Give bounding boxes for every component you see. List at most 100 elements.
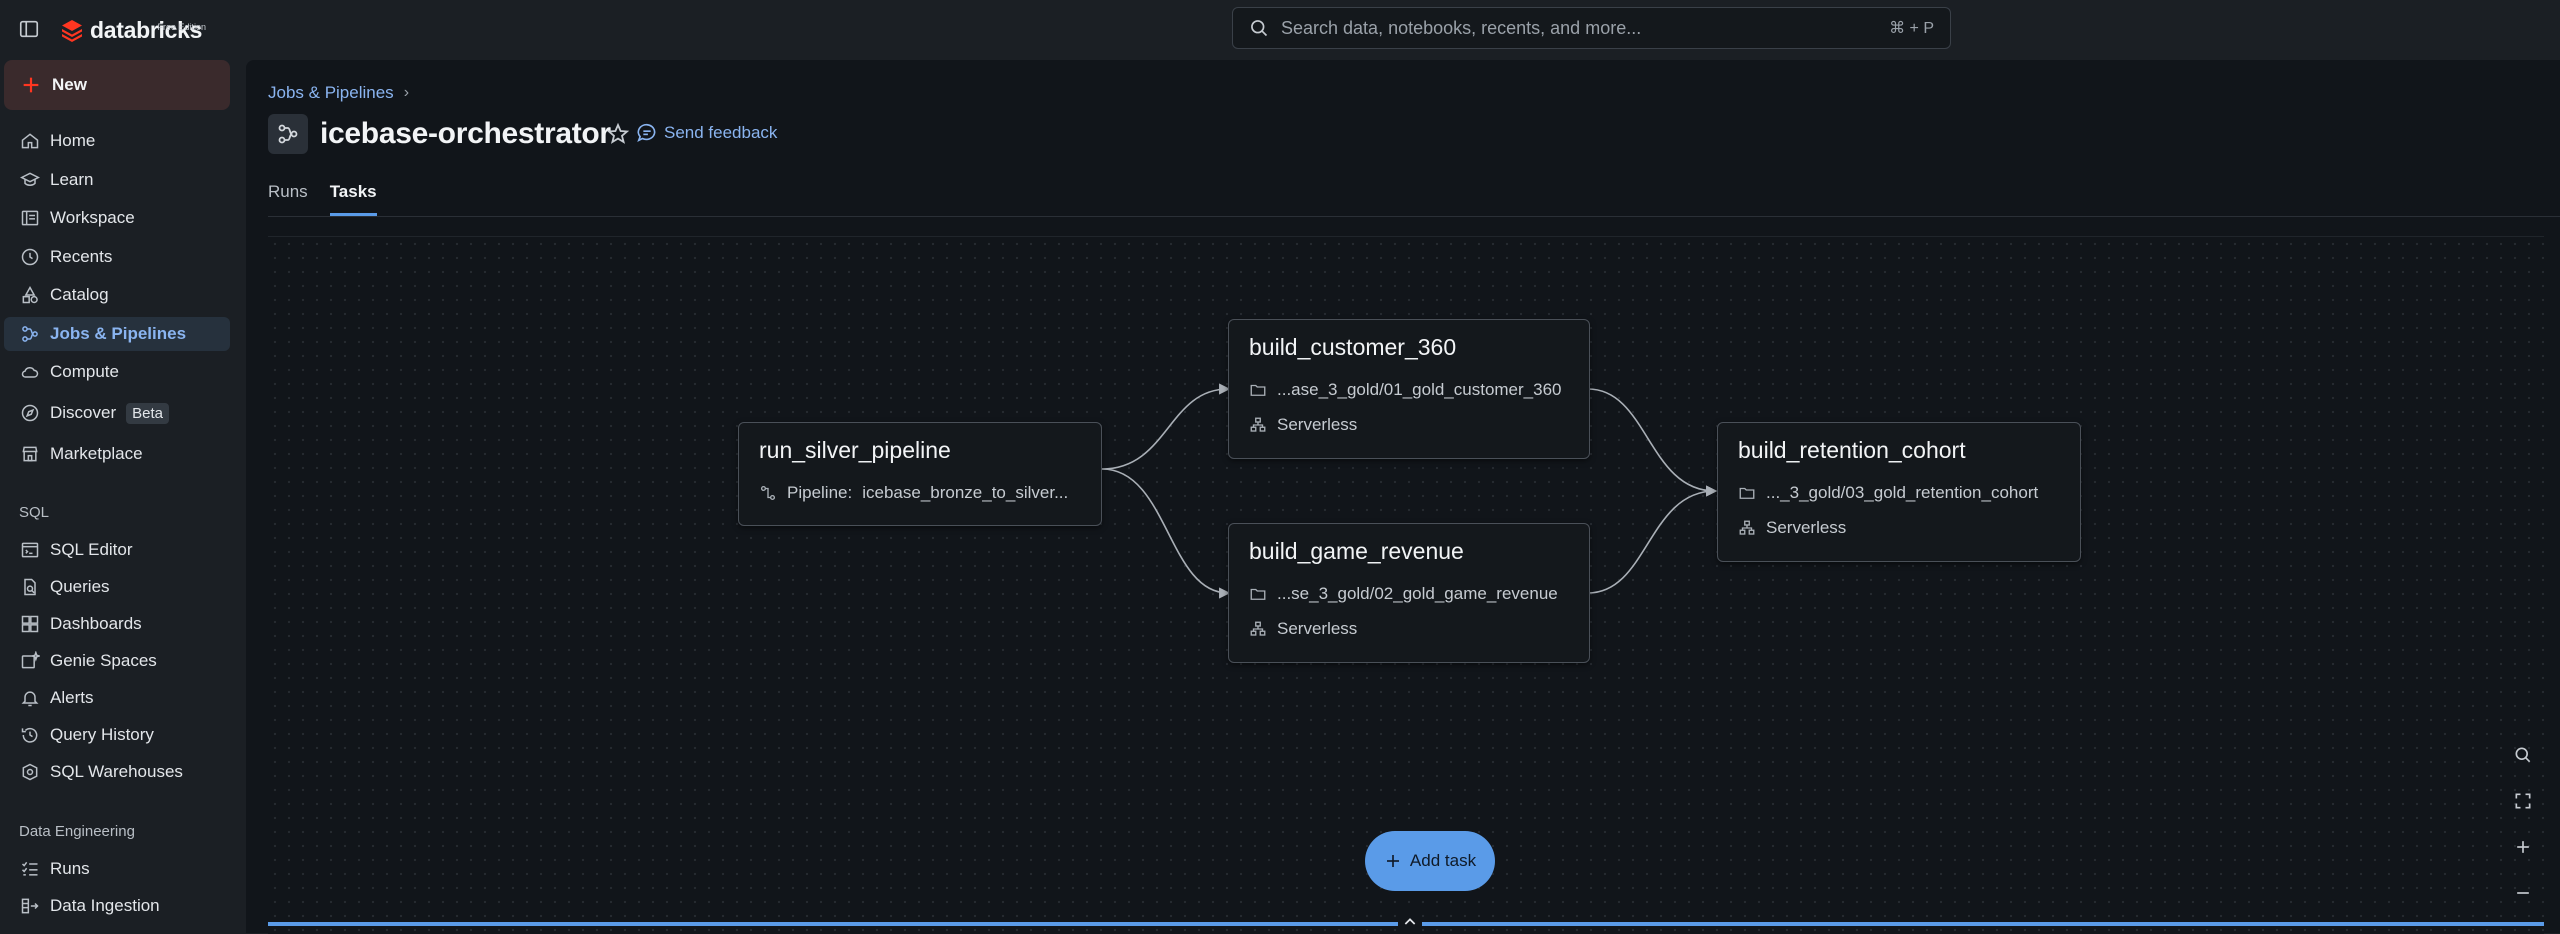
graduation-cap-icon <box>20 172 40 186</box>
sidebar-item-label: Marketplace <box>50 444 143 463</box>
clock-icon <box>21 248 39 266</box>
sidebar-item-discover[interactable]: Discover Beta <box>4 396 230 430</box>
sidebar-item-label: Queries <box>50 577 110 596</box>
task-detail-prefix: Pipeline: <box>787 483 853 502</box>
tabs-divider <box>268 216 2560 217</box>
sidebar-item-workspace[interactable]: Workspace <box>4 201 230 235</box>
sidebar-item-label: Query History <box>50 725 154 744</box>
task-detail-row: Serverless <box>1249 619 1357 639</box>
warehouse-icon <box>22 763 38 781</box>
sidebar-item-label: Jobs & Pipelines <box>50 324 187 343</box>
search-icon <box>2515 747 2531 763</box>
fit-screen-icon <box>2515 793 2531 809</box>
folder-icon <box>1250 588 1266 600</box>
task-name: run_silver_pipeline <box>759 437 951 463</box>
sidebar-item-sql-editor[interactable]: SQL Editor <box>4 533 230 567</box>
dashboard-icon <box>21 615 39 633</box>
task-detail-row: Pipeline: icebase_bronze_to_silver... <box>759 483 1068 503</box>
zoom-out-button[interactable] <box>2508 878 2538 908</box>
task-detail-text: Serverless <box>1277 619 1358 638</box>
sidebar-toggle-icon[interactable] <box>18 18 40 40</box>
sidebar-item-label: SQL Editor <box>50 540 133 559</box>
sidebar-item-genie-spaces[interactable]: Genie Spaces <box>4 644 230 678</box>
sidebar-item-sql-warehouses[interactable]: SQL Warehouses <box>4 755 230 789</box>
sidebar-item-compute[interactable]: Compute <box>4 355 230 389</box>
dag-edges <box>1101 383 1718 599</box>
task-detail-row: Serverless <box>1249 415 1357 435</box>
task-node-build-customer-360[interactable]: build_customer_360 ...ase_3_gold/01_gold… <box>1228 319 1590 459</box>
folder-icon <box>1739 487 1755 499</box>
sidebar-item-catalog[interactable]: Catalog <box>4 278 230 312</box>
search-shortcut: ⌘ + P <box>1889 20 1934 37</box>
chevron-right-icon: › <box>403 84 410 101</box>
home-icon <box>21 133 39 149</box>
task-detail-text: ...ase_3_gold/01_gold_customer_360 <box>1277 380 1562 399</box>
compute-icon <box>1250 417 1266 432</box>
beta-badge: Beta <box>126 402 169 424</box>
global-search[interactable]: Search data, notebooks, recents, and mor… <box>1232 7 1951 49</box>
compass-icon <box>21 404 39 422</box>
sidebar-item-label: Dashboards <box>50 614 142 633</box>
search-icon <box>1251 20 1268 37</box>
task-node-build-game-revenue[interactable]: build_game_revenue ...se_3_gold/02_gold_… <box>1228 523 1590 663</box>
new-button-label: New <box>52 75 87 94</box>
page-title: icebase-orchestrator <box>320 117 611 150</box>
sidebar-item-recents[interactable]: Recents <box>4 240 230 274</box>
store-icon <box>22 446 38 462</box>
sidebar-item-label: Alerts <box>50 688 94 707</box>
sidebar-item-query-history[interactable]: Query History <box>4 718 230 752</box>
sidebar-item-label: Runs <box>50 859 90 878</box>
new-button[interactable]: New <box>4 60 230 110</box>
add-task-button[interactable]: Add task <box>1365 831 1495 891</box>
compute-icon <box>1739 520 1755 535</box>
star-icon[interactable] <box>606 122 630 146</box>
tab-runs[interactable]: Runs <box>268 182 308 201</box>
breadcrumb-jobs-pipelines-link[interactable]: Jobs & Pipelines <box>268 83 394 102</box>
sidebar-item-home[interactable]: Home <box>4 124 230 158</box>
sql-editor-icon <box>21 542 39 558</box>
edge-silver-to-revenue <box>1101 468 1231 599</box>
sidebar-item-runs[interactable]: Runs <box>4 852 230 886</box>
edge-revenue-to-retention <box>1587 485 1718 594</box>
sidebar-item-dashboards[interactable]: Dashboards <box>4 607 230 641</box>
sidebar-item-label: Compute <box>50 362 119 381</box>
dag-canvas[interactable]: run_silver_pipeline Pipeline: icebase_br… <box>268 236 2544 934</box>
send-feedback-link[interactable]: Send feedback <box>636 122 777 144</box>
job-type-icon <box>268 114 308 154</box>
tab-tasks[interactable]: Tasks <box>329 178 377 216</box>
zoom-out-icon <box>2517 892 2529 894</box>
sidebar-item-label: Recents <box>50 247 113 266</box>
pipeline-icon <box>760 485 776 501</box>
task-detail-text: Serverless <box>1277 415 1358 434</box>
databricks-logo[interactable]: databricks <box>60 18 202 50</box>
workspace-icon <box>21 210 39 226</box>
sidebar-item-queries[interactable]: Queries <box>4 570 230 604</box>
sidebar-item-data-ingestion[interactable]: Data Ingestion <box>4 889 230 923</box>
sql-section-label: SQL <box>19 504 50 521</box>
task-node-run-silver-pipeline[interactable]: run_silver_pipeline Pipeline: icebase_br… <box>738 422 1102 526</box>
sidebar-item-label: Data Ingestion <box>50 896 160 915</box>
zoom-in-button[interactable] <box>2508 832 2538 862</box>
task-detail-text: Serverless <box>1766 518 1847 537</box>
genie-icon <box>21 651 40 669</box>
task-node-build-retention-cohort[interactable]: build_retention_cohort ..._3_gold/03_gol… <box>1717 422 2081 562</box>
chevron-up-icon[interactable] <box>1398 912 1422 932</box>
sidebar: New Home Learn Workspace Recents Catalog… <box>0 60 246 933</box>
catalog-icon <box>22 285 38 304</box>
plus-icon <box>1386 855 1399 867</box>
ingestion-icon <box>21 898 39 914</box>
folder-icon <box>1250 384 1266 396</box>
search-input[interactable]: Search data, notebooks, recents, and mor… <box>1281 17 1642 38</box>
fit-view-button[interactable] <box>2508 786 2538 816</box>
runs-icon <box>21 861 38 876</box>
sidebar-item-learn[interactable]: Learn <box>4 163 230 197</box>
canvas-search-button[interactable] <box>2508 740 2538 770</box>
sidebar-item-jobs-pipelines[interactable]: Jobs & Pipelines <box>4 317 230 351</box>
compute-icon <box>1250 621 1266 636</box>
sidebar-item-alerts[interactable]: Alerts <box>4 681 230 715</box>
task-name: build_customer_360 <box>1249 334 1457 360</box>
brand-name: databricks <box>90 17 203 43</box>
plus-icon <box>23 77 39 93</box>
sidebar-item-marketplace[interactable]: Marketplace <box>4 437 230 471</box>
send-feedback-label: Send feedback <box>664 123 778 142</box>
